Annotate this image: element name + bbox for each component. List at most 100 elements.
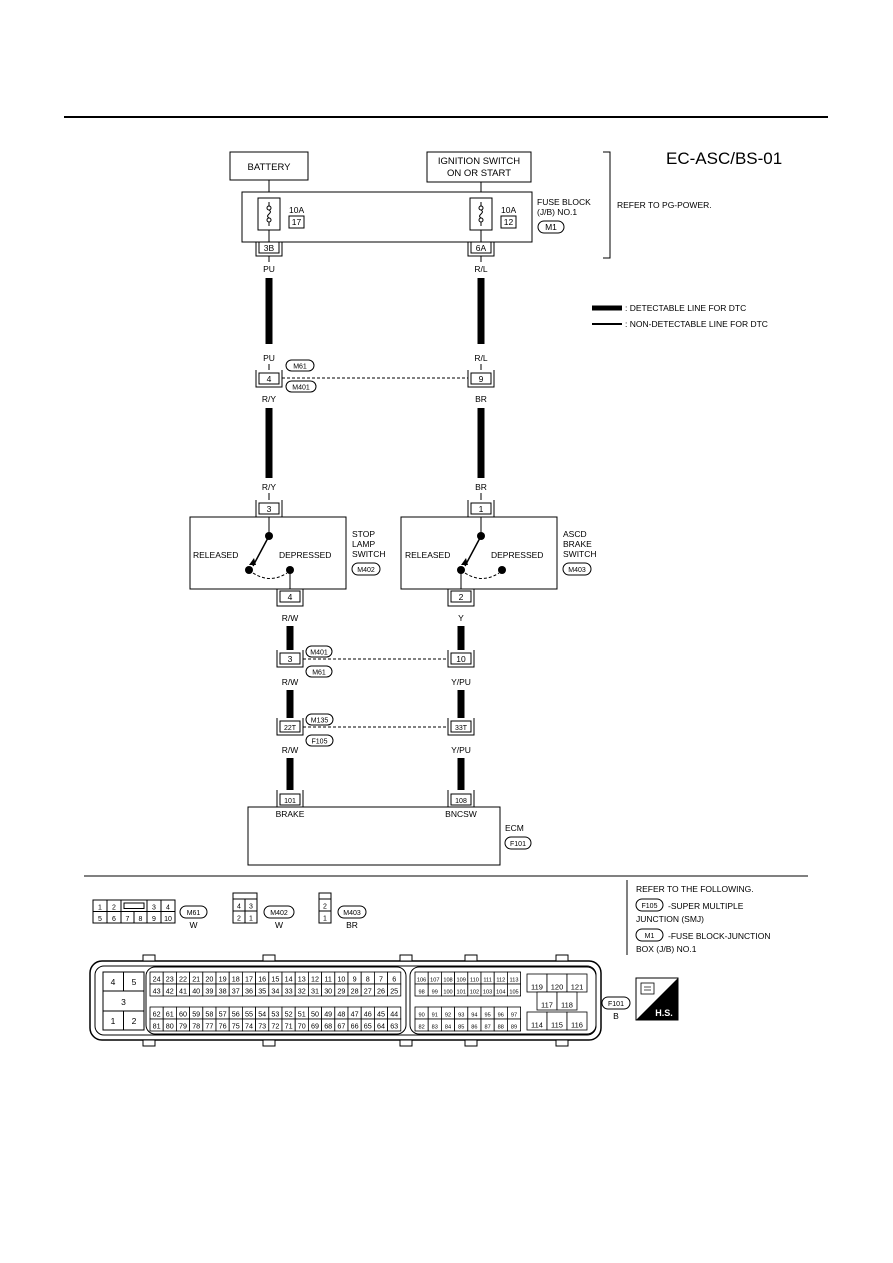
wire-rw-3: R/W [282,745,299,755]
f101-cell: 116 [571,1021,583,1030]
joint1-conn-b: M401 [292,385,310,392]
f101-cell: 7 [379,975,383,984]
f101-cell: 41 [179,987,187,996]
f101-cell: 86 [471,1025,477,1031]
f101-cell: 92 [445,1013,451,1019]
ascd-released: RELEASED [405,550,450,560]
joint1-conn-a: M61 [293,364,307,371]
f101-cell: 57 [219,1010,227,1019]
f101-cell: 50 [311,1010,319,1019]
joint1-left-pin: 4 [267,374,272,384]
f101-cell: 75 [232,1022,240,1031]
f101-cell: 8 [366,975,370,984]
m61-pin-6: 6 [112,916,116,923]
f101-cell: 19 [219,975,227,984]
ignition-box [426,151,532,183]
legend-non-detectable: : NON-DETECTABLE LINE FOR DTC [625,319,768,329]
f101-id: F101 [608,1001,624,1008]
f101-cell: 108 [443,978,452,984]
m61-pin-10: 10 [164,916,172,923]
f101-cell: 77 [205,1022,213,1031]
f101-cell: 101 [457,990,466,996]
f101-cell: 71 [285,1022,293,1031]
f101-cell: 84 [445,1025,451,1031]
f101-cell: 14 [285,975,293,984]
f101-cell: 31 [311,987,319,996]
wire-rw-2: R/W [282,677,299,687]
joint2-left-pin: 3 [288,654,293,664]
m403-pin-1: 1 [323,916,327,923]
f101-cell: 102 [470,990,479,996]
f101-cell: 38 [219,987,227,996]
f101-cell: 45 [377,1010,385,1019]
f101-cell: 103 [483,990,492,996]
stop-name-1: STOP [352,529,375,539]
refer-m1-conn: M1 [645,933,655,940]
m402-color: W [275,920,283,930]
connector-m61-face: 1 2 3 4 5 6 7 8 9 10 [92,899,176,924]
ascd-name-3: SWITCH [563,549,597,559]
f101-cell: 110 [470,978,479,984]
term-6a: 6A [476,243,487,253]
stop-lamp-switch-box [189,516,347,590]
page-title: EC-ASC/BS-01 [666,149,782,168]
f101-cell: 111 [483,978,492,984]
m402-pin-2: 2 [237,916,241,923]
f101-cell: 52 [285,1010,293,1019]
fuse-right-no: 12 [504,217,514,227]
m402-pin-1: 1 [249,916,253,923]
f101-cell: 81 [153,1022,161,1031]
f101-cell: 68 [324,1022,332,1031]
joint2-conn-b: M61 [312,670,326,677]
f101-cell: 29 [337,987,345,996]
f101-cell: 114 [531,1021,543,1030]
hs-badge-label: H.S. [655,1008,673,1018]
stop-connector: M402 [357,567,375,574]
f101-cell: 118 [561,1001,573,1010]
stop-released: RELEASED [193,550,238,560]
f101-cell: 69 [311,1022,319,1031]
joint3-right-pin: 33T [455,725,468,732]
m61-pin-7: 7 [126,916,130,923]
f101-cell: 106 [417,978,426,984]
f101-cell: 112 [496,978,505,984]
stop-depressed: DEPRESSED [279,550,331,560]
ecm-brake-label: BRAKE [276,809,305,819]
ascd-depressed: DEPRESSED [491,550,543,560]
m61-color: W [189,920,197,930]
f101-cell: 11 [324,975,331,984]
ascd-connector: M403 [568,567,586,574]
f101-pin-2: 2 [132,1016,137,1026]
f101-cell: 22 [179,975,187,984]
f101-cell: 56 [232,1010,240,1019]
connector-m403-face: 2 1 [318,892,332,924]
f101-pin-1: 1 [111,1016,116,1026]
connector-m402-face: 4 3 2 1 [232,892,258,924]
f101-cell: 73 [258,1022,266,1031]
refer-header: REFER TO THE FOLLOWING. [636,884,754,894]
ascd-brake-switch-box [400,516,558,590]
f101-cell: 93 [458,1013,464,1019]
f101-cell: 109 [457,978,466,984]
stop-pin-top: 3 [267,504,272,514]
f101-cell: 67 [337,1022,345,1031]
f101-cell: 97 [511,1013,517,1019]
f101-cell: 37 [232,987,240,996]
joint3-conn-b: F105 [312,739,328,746]
f101-cell: 17 [245,975,253,984]
refer-f105-text-2: JUNCTION (SMJ) [636,914,704,924]
m61-pin-8: 8 [139,916,143,923]
f101-cell: 54 [258,1010,266,1019]
term-3b: 3B [264,243,275,253]
ecm-pin-101: 101 [284,798,296,805]
f101-cell: 42 [166,987,174,996]
f101-cell: 70 [298,1022,306,1031]
f101-cell: 33 [285,987,293,996]
wire-rw-1: R/W [282,613,299,623]
wire-y: Y [458,613,464,623]
wire-rl: R/L [474,264,488,274]
f101-cell: 16 [258,975,266,984]
fuse-left-no: 17 [292,217,302,227]
